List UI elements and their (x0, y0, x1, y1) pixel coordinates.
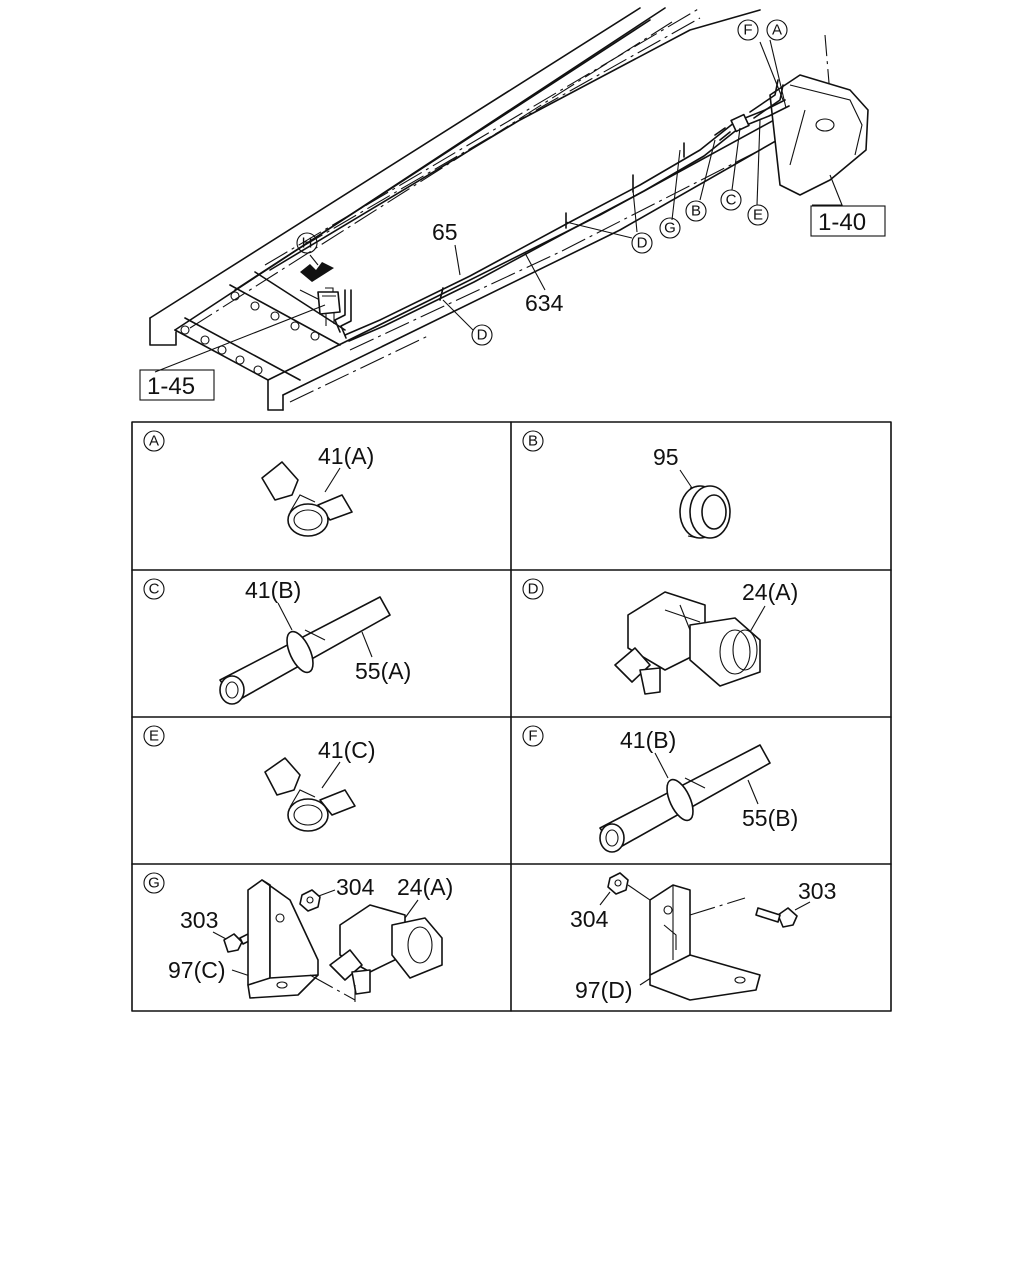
nut-304-g (299, 889, 321, 912)
panel-h-label-304: 304 (570, 906, 609, 932)
leader-lines (154, 39, 787, 373)
panel-a: A 41(A) (143, 430, 374, 537)
panel-c-label-41b: 41(B) (245, 577, 301, 603)
pipe-clip-24a-g (329, 904, 443, 1002)
detail-grid (131, 421, 892, 1012)
panel-g-letter: G (143, 872, 165, 894)
svg-text:A: A (772, 22, 782, 39)
panel-g: G 304 24(A) 303 97(C) (143, 872, 453, 1002)
panel-f-label-55b: 55(B) (742, 805, 798, 831)
svg-text:C: C (149, 581, 160, 598)
panel-g-label-303: 303 (180, 907, 218, 933)
svg-text:F: F (743, 22, 752, 39)
panel-e-label-41c: 41(C) (318, 737, 376, 763)
nut-304-h (607, 872, 651, 901)
svg-text:H: H (302, 235, 313, 252)
fuel-pipe (334, 79, 790, 342)
bolt-303-h (689, 897, 798, 928)
main-view: F A H D D G B C (139, 7, 886, 411)
panel-c-label-55a: 55(A) (355, 658, 411, 684)
fuel-filter (317, 287, 341, 326)
callout-b: B (685, 200, 707, 222)
ref-box-1-45: 1-45 (139, 369, 215, 401)
panel-h-label-97d: 97(D) (575, 977, 633, 1003)
callout-a: A (766, 19, 788, 41)
svg-text:D: D (528, 581, 539, 598)
panel-f: F 41(B) 55(B) (522, 725, 798, 853)
pipe-clip-24a (614, 591, 761, 695)
callout-c: C (720, 189, 742, 211)
panel-e-letter: E (143, 725, 165, 747)
panel-a-letter: A (143, 430, 165, 452)
ref-box-1-40: 1-40 (810, 205, 886, 237)
svg-text:1-45: 1-45 (147, 373, 195, 400)
grommet-95 (679, 485, 731, 539)
panel-g-label-24a: 24(A) (397, 874, 453, 900)
panel-g-label-97c: 97(C) (168, 957, 226, 983)
panel-f-label-41b: 41(B) (620, 727, 676, 753)
svg-text:F: F (528, 728, 537, 745)
panel-c-letter: C (143, 578, 165, 600)
callout-d-upper: D (631, 232, 653, 254)
svg-text:A: A (149, 433, 159, 450)
svg-text:D: D (637, 235, 648, 252)
callout-g: G (659, 217, 681, 239)
fuel-tank (769, 74, 869, 206)
callout-f: F (737, 19, 759, 41)
part-label-65: 65 (432, 219, 458, 245)
svg-text:G: G (148, 875, 160, 892)
panel-b-label-95: 95 (653, 444, 679, 470)
pipe-55a (219, 596, 391, 705)
panel-b: B 95 (522, 430, 731, 539)
svg-text:B: B (528, 433, 538, 450)
panel-c: C 41(B) 55(A) (143, 577, 411, 705)
panel-h-label-303: 303 (798, 878, 836, 904)
svg-text:E: E (753, 207, 763, 224)
part-label-634: 634 (525, 290, 564, 316)
svg-text:B: B (691, 203, 701, 220)
hose-clamp-41c (264, 757, 356, 832)
bracket-97c (247, 879, 356, 1001)
svg-text:E: E (149, 728, 159, 745)
pipe-55b (599, 744, 771, 853)
panel-a-label-41a: 41(A) (318, 443, 374, 469)
svg-text:1-40: 1-40 (818, 209, 866, 236)
svg-text:D: D (477, 327, 488, 344)
panel-d: D 24(A) (522, 578, 798, 695)
bracket-97d (649, 884, 761, 1001)
panel-h: 304 303 97(D) (570, 872, 836, 1003)
panel-d-letter: D (522, 578, 544, 600)
svg-text:G: G (664, 220, 676, 237)
callout-d-lower: D (471, 324, 493, 346)
panel-g-label-304: 304 (336, 874, 375, 900)
panel-b-letter: B (522, 430, 544, 452)
view-arrow-h (300, 262, 334, 282)
callout-e: E (747, 204, 769, 226)
hose-clamp-41a (261, 461, 353, 537)
frame-rail (149, 7, 831, 411)
svg-text:C: C (726, 192, 737, 209)
callout-h: H (296, 232, 318, 254)
panel-d-label-24a: 24(A) (742, 579, 798, 605)
panel-e: E 41(C) (143, 725, 376, 832)
panel-f-letter: F (522, 725, 544, 747)
